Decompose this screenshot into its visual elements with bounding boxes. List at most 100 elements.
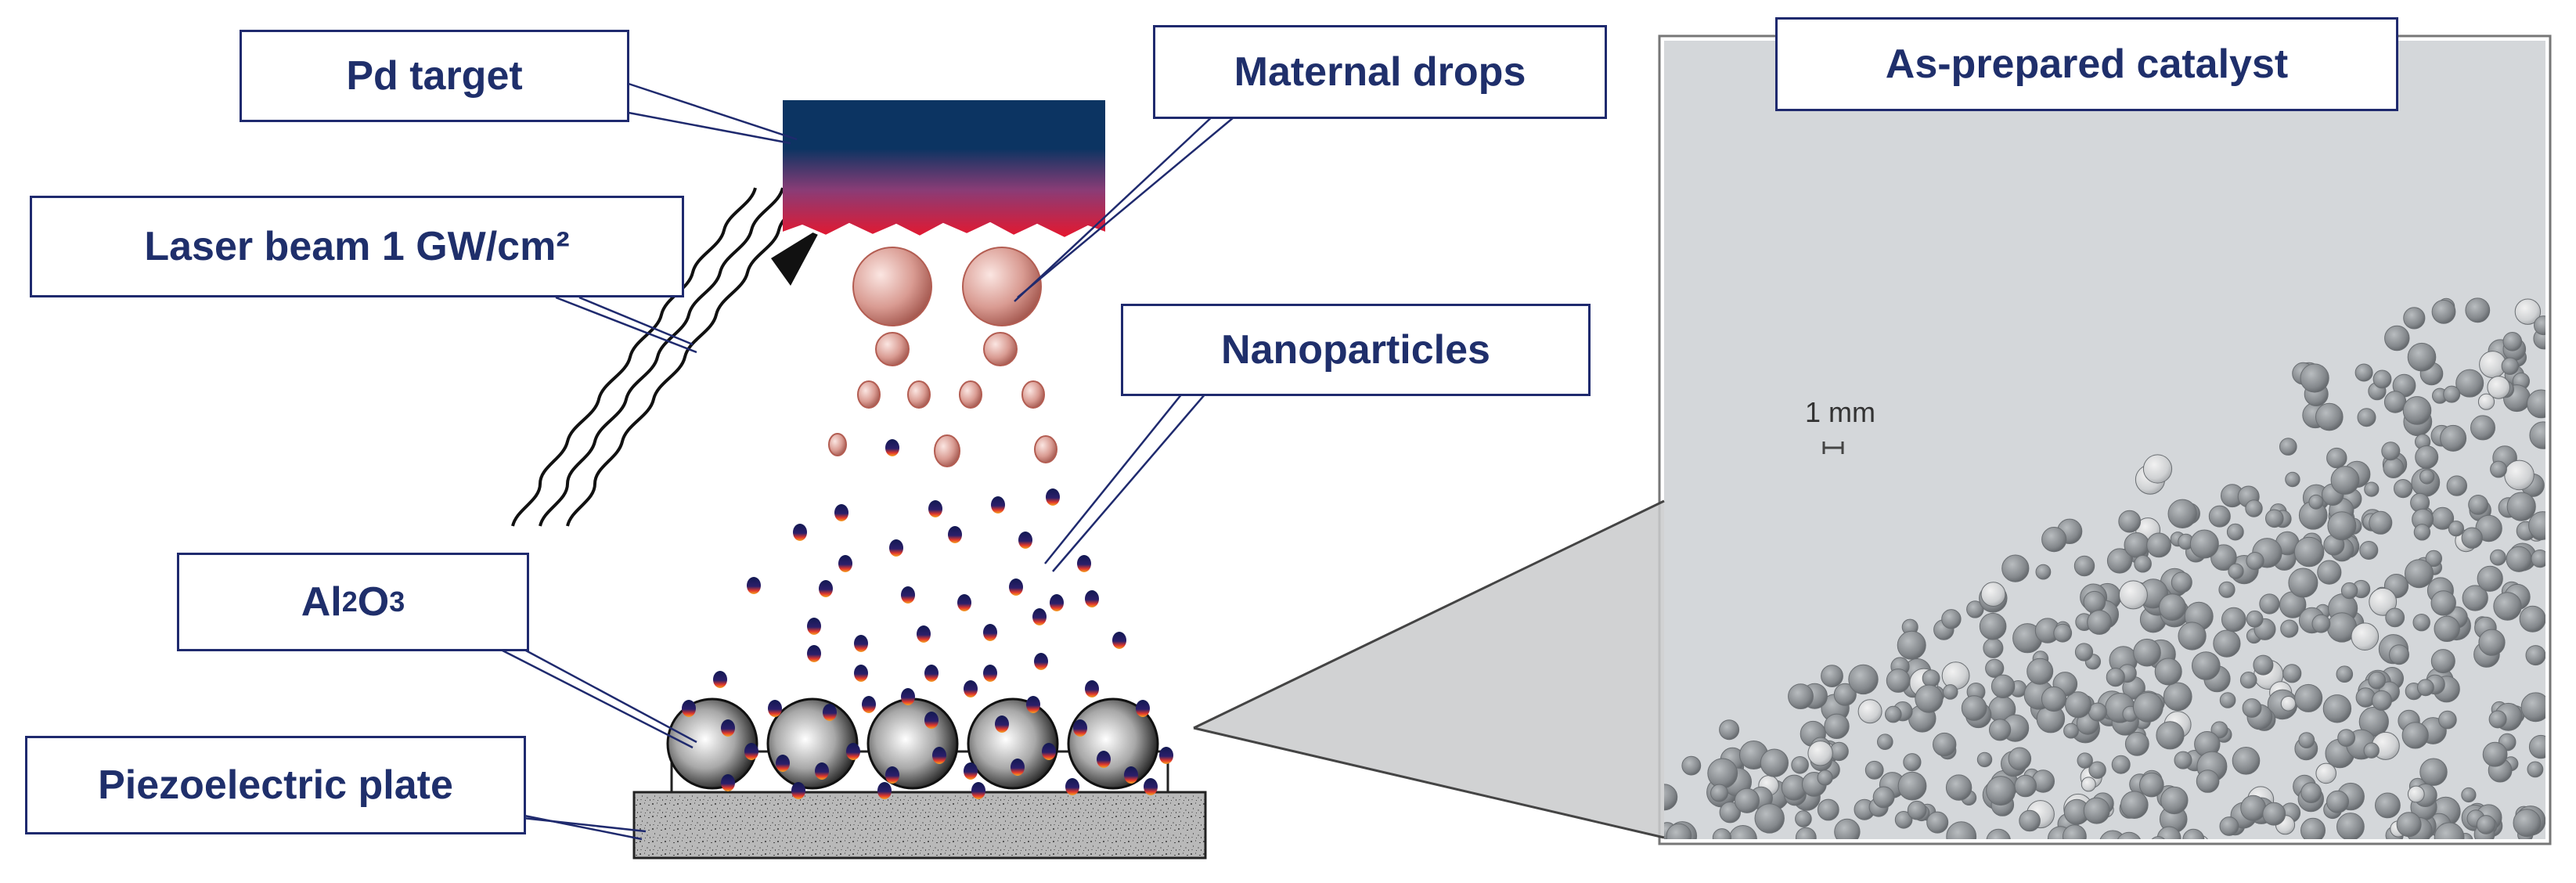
catalyst-bead: [2340, 582, 2358, 600]
nanoparticle: [721, 774, 735, 791]
leader-lines: [500, 82, 1239, 841]
catalyst-bead: [2041, 686, 2067, 712]
catalyst-bead: [2448, 521, 2464, 537]
catalyst-bead: [2415, 445, 2439, 469]
catalyst-bead: [2412, 614, 2430, 632]
catalyst-bead: [2402, 396, 2432, 425]
catalyst-bead: [2280, 696, 2297, 712]
nanoparticle: [901, 688, 915, 705]
catalyst-bead: [2368, 671, 2386, 690]
catalyst-bead: [2063, 824, 2087, 839]
nanoparticle: [964, 762, 978, 780]
catalyst-bead: [2389, 644, 2409, 665]
catalyst-bead: [2330, 466, 2360, 495]
catalyst-bead: [2132, 692, 2163, 723]
catalyst-bead: [1933, 732, 1957, 757]
catalyst-bead: [2242, 698, 2262, 718]
nanoparticle: [1026, 696, 1040, 713]
nanoparticle: [1097, 751, 1111, 768]
catalyst-bead: [2351, 622, 2380, 651]
catalyst-bead: [2008, 747, 2032, 771]
catalyst-bead: [2461, 527, 2483, 549]
catalyst-bead: [2246, 552, 2264, 571]
nanoparticle: [1032, 608, 1047, 625]
nanoparticle: [713, 671, 727, 688]
catalyst-bead: [2279, 438, 2297, 456]
catalyst-bead: [2405, 559, 2434, 589]
catalyst-bead: [2285, 471, 2300, 488]
catalyst-bead: [2218, 581, 2236, 598]
catalyst-bead: [2327, 511, 2357, 541]
catalyst-bead: [2369, 587, 2398, 616]
catalyst-bead: [2282, 664, 2302, 683]
nanoparticle: [1073, 719, 1087, 737]
nanoparticle: [1144, 778, 1158, 795]
catalyst-bead: [2337, 729, 2356, 747]
catalyst-bead: [2124, 532, 2150, 558]
catalyst-bead: [2527, 761, 2544, 778]
catalyst-bead: [2369, 510, 2393, 535]
catalyst-bead: [2174, 751, 2192, 769]
catalyst-bead: [2246, 610, 2264, 628]
catalyst-bead: [1664, 784, 1678, 811]
catalyst-bead: [2311, 614, 2331, 633]
nanoparticle: [957, 594, 971, 611]
catalyst-bead: [2381, 442, 2401, 461]
catalyst-bead: [2504, 460, 2535, 491]
catalyst-bead: [2308, 494, 2324, 510]
catalyst-bead: [2088, 761, 2106, 779]
nanoparticle: [846, 743, 860, 760]
catalyst-bead: [2073, 555, 2095, 577]
catalyst-bead: [1734, 787, 1760, 813]
catalyst-bead: [2232, 747, 2261, 775]
catalyst-bead: [2419, 758, 2448, 786]
piezo-plate: [632, 791, 1207, 860]
catalyst-bead: [1966, 600, 1984, 618]
catalyst-bead: [2074, 643, 2094, 661]
catalyst-bead: [2083, 797, 2110, 824]
nanoparticle: [744, 743, 758, 760]
catalyst-bead: [2490, 460, 2507, 478]
nanoparticle: [682, 700, 696, 717]
catalyst-bead: [2385, 607, 2405, 628]
catalyst-bead: [2501, 357, 2520, 375]
catalyst-bead: [2506, 492, 2536, 521]
catalyst-bead: [1941, 609, 1962, 629]
catalyst-bead: [1903, 753, 1922, 772]
catalyst-bead: [1886, 669, 1911, 693]
catalyst-bead: [2396, 812, 2422, 838]
catalyst-bead: [2106, 668, 2125, 687]
laser-beam: [511, 187, 812, 527]
catalyst-bead: [2326, 790, 2349, 813]
nanoparticle: [1042, 743, 1056, 760]
catalyst-bead: [2336, 813, 2365, 839]
catalyst-bead: [2253, 654, 2274, 676]
catalyst-bead: [2372, 369, 2392, 389]
catalyst-bead: [2354, 363, 2373, 382]
catalyst-bead: [2430, 649, 2455, 674]
catalyst-bead: [2280, 619, 2299, 638]
catalyst-bead: [1941, 661, 1970, 690]
catalyst-bead: [2394, 479, 2413, 499]
catalyst-bead: [2468, 495, 2489, 515]
catalyst-bead: [2265, 509, 2284, 528]
catalyst-bead: [2208, 505, 2231, 528]
catalyst-bead: [2041, 527, 2067, 553]
nanoparticle: [807, 645, 821, 662]
catalyst-photo: [1658, 34, 2552, 845]
nanoparticle: [838, 555, 852, 572]
nanoparticle: [964, 680, 978, 697]
catalyst-bead: [1983, 637, 2004, 658]
catalyst-bead: [2189, 529, 2219, 559]
nanoparticle: [1046, 488, 1060, 506]
nanoparticle: [1011, 759, 1025, 776]
catalyst-bead: [2133, 638, 2161, 667]
catalyst-bead: [1824, 713, 1850, 739]
catalyst-bead: [2210, 544, 2237, 571]
catalyst-bead: [1980, 582, 2006, 607]
catalyst-bead: [2417, 679, 2434, 697]
catalyst-bead: [2196, 769, 2220, 793]
catalyst-bead: [2384, 325, 2410, 351]
catalyst-bead: [1877, 733, 1893, 751]
